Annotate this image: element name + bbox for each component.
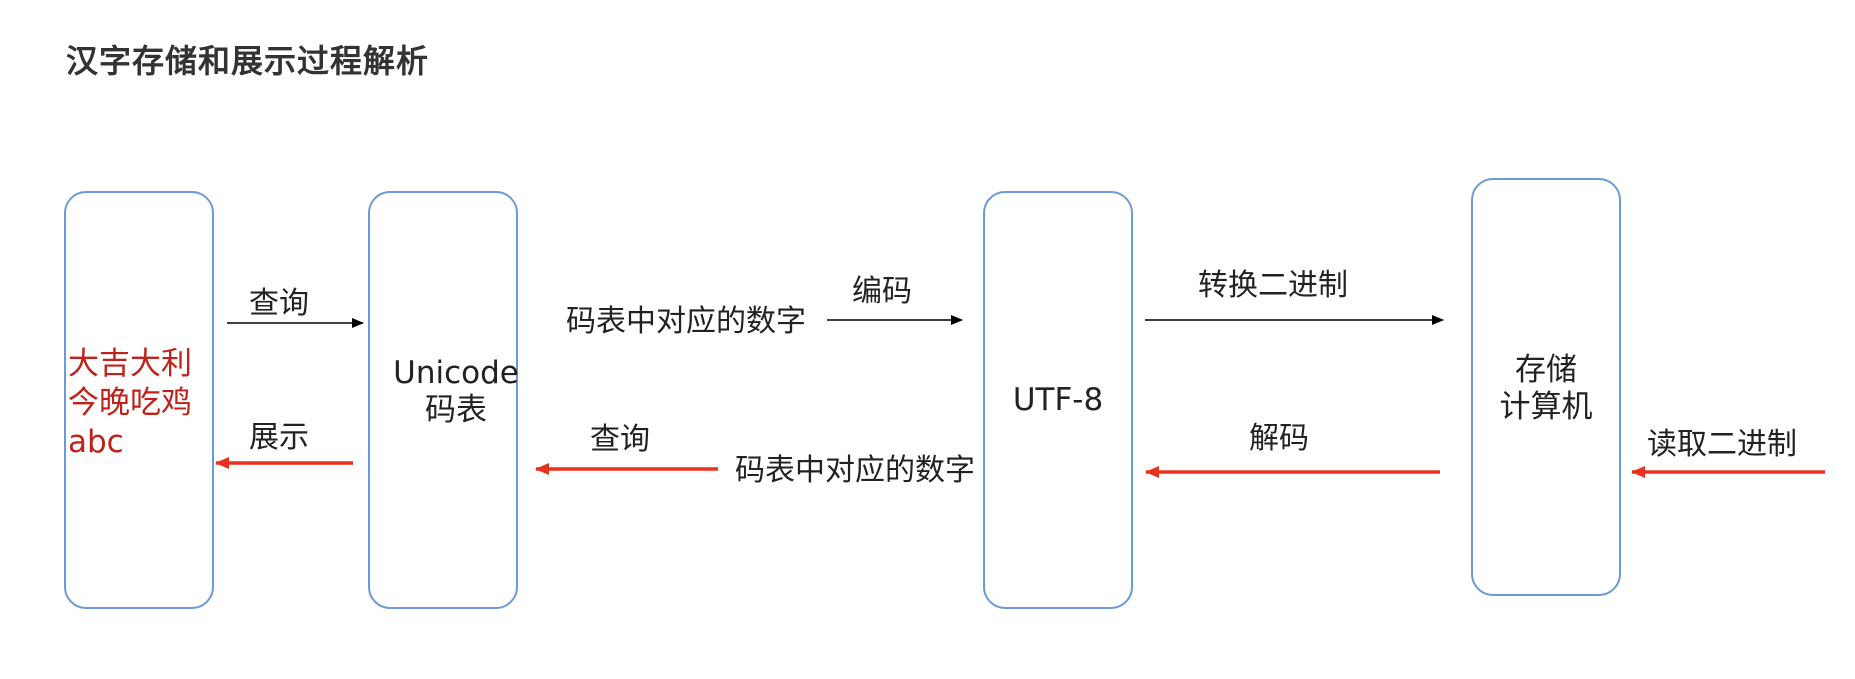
unicode-line-2: 码表: [425, 392, 487, 429]
label-to-binary: 转换二进制: [1198, 268, 1348, 303]
label-read-binary: 读取二进制: [1647, 427, 1797, 462]
label-mapping-number-bottom: 码表中对应的数字: [735, 453, 975, 488]
storage-box-text: 存储 计算机: [1471, 352, 1621, 426]
utf8-box: [983, 191, 1133, 609]
unicode-box-text: Unicode 码表: [368, 355, 544, 429]
chars-line-2: 今晚吃鸡: [68, 384, 192, 421]
chars-box: [64, 191, 214, 609]
chars-box-text: 大吉大利 今晚吃鸡 abc: [68, 345, 218, 461]
chars-line-3: abc: [68, 423, 124, 460]
label-show: 展示: [249, 420, 309, 455]
label-decode: 解码: [1249, 421, 1309, 456]
utf8-line-1: UTF-8: [1012, 382, 1104, 418]
utf8-box-text: UTF-8: [983, 382, 1133, 419]
chars-line-1: 大吉大利: [68, 346, 192, 382]
storage-box: [1471, 178, 1621, 596]
storage-line-1: 存储: [1515, 352, 1577, 388]
label-query-top: 查询: [249, 286, 309, 321]
label-query-bottom: 查询: [590, 422, 650, 457]
label-encode: 编码: [852, 274, 912, 309]
unicode-box: [368, 191, 518, 609]
label-mapping-number-top: 码表中对应的数字: [566, 304, 806, 339]
unicode-line-1: Unicode: [393, 355, 519, 391]
storage-line-2: 计算机: [1499, 389, 1593, 426]
page-title: 汉字存储和展示过程解析: [66, 42, 430, 80]
